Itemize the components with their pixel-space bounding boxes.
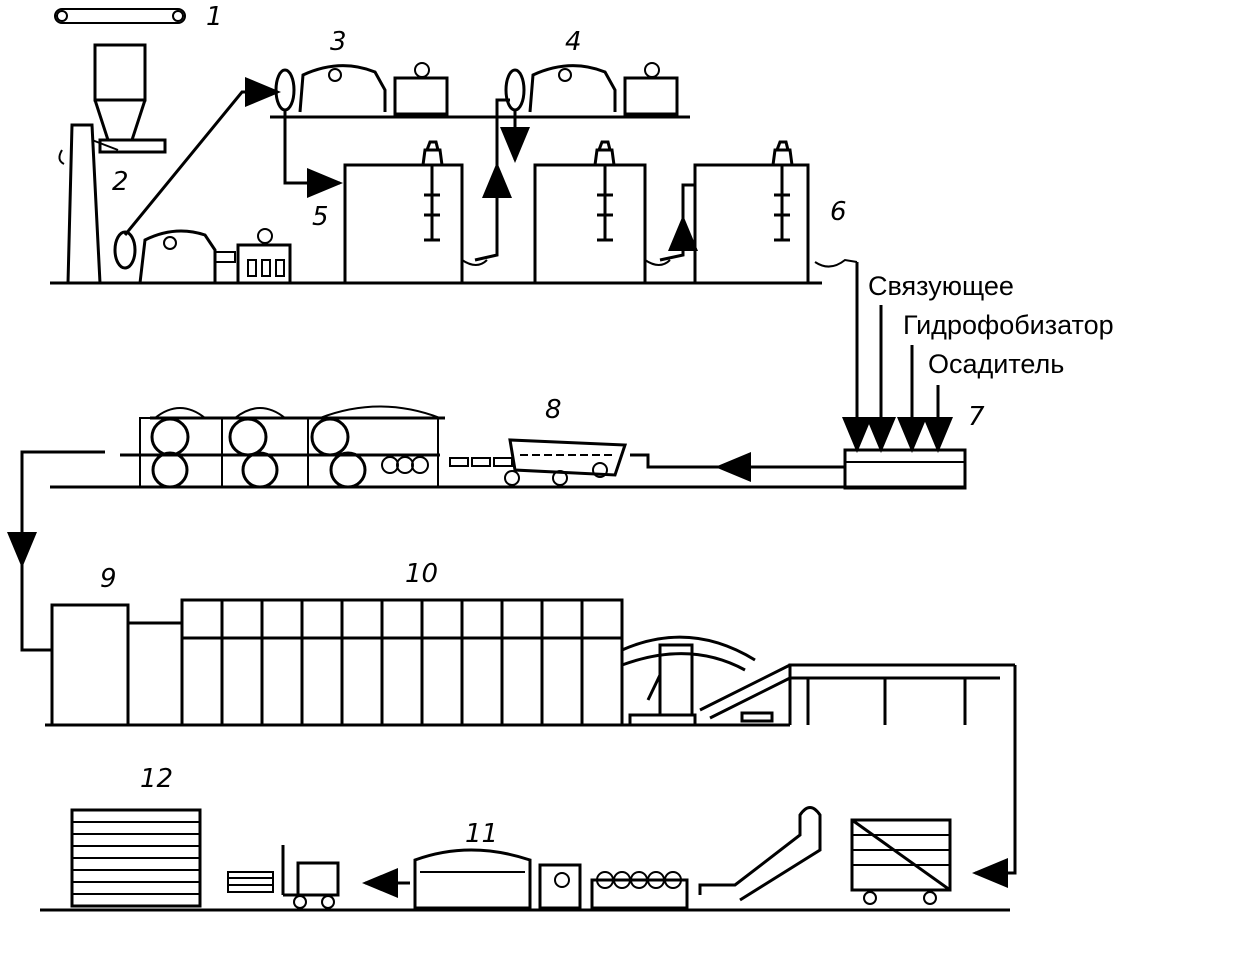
conveyor-1	[54, 8, 186, 24]
label-9: 9	[100, 564, 117, 594]
label-3: 3	[330, 27, 347, 57]
flow-arrow	[283, 110, 343, 198]
rolls	[538, 863, 689, 910]
lift	[698, 806, 822, 902]
flow-line	[630, 453, 718, 469]
crusher	[113, 228, 292, 285]
label-12: 12	[140, 764, 173, 794]
flow-arrow	[972, 665, 1017, 888]
packer-11	[413, 848, 532, 910]
flow-arrow	[123, 77, 281, 236]
tank-middle	[533, 140, 671, 285]
flow-arrow	[474, 162, 512, 262]
forming-machine-8	[449, 438, 628, 486]
flow-line	[495, 98, 510, 165]
label-10: 10	[405, 559, 438, 589]
flow-arrow	[7, 450, 105, 568]
output-table	[788, 663, 1015, 725]
label-7: 7	[968, 402, 985, 432]
label-8: 8	[545, 395, 562, 425]
stack-12	[70, 808, 202, 908]
tank-6	[693, 140, 858, 285]
dryer-10	[180, 598, 624, 727]
label-11: 11	[465, 819, 498, 849]
label-6: 6	[830, 197, 847, 227]
flow-line	[681, 183, 695, 218]
mixer-7	[843, 448, 967, 490]
label-4: 4	[565, 27, 582, 57]
tank-5	[343, 140, 488, 285]
label-hydrophobizer: Гидрофобизатор	[903, 310, 1114, 340]
label-2: 2	[112, 167, 129, 197]
cutting-unit	[621, 635, 791, 727]
unit-9	[50, 603, 130, 727]
hopper	[93, 43, 167, 154]
mill-4	[504, 62, 679, 116]
cart	[850, 818, 952, 905]
label-1: 1	[206, 2, 223, 32]
label-binder: Связующее	[868, 271, 1014, 301]
forklift	[227, 845, 340, 909]
label-precipitant: Осадитель	[928, 349, 1064, 379]
flow-line	[20, 565, 52, 652]
press-section	[120, 405, 445, 489]
flow-arrow	[659, 215, 698, 262]
label-5: 5	[312, 202, 329, 232]
mill-3	[274, 62, 449, 116]
tower-2	[58, 123, 119, 284]
